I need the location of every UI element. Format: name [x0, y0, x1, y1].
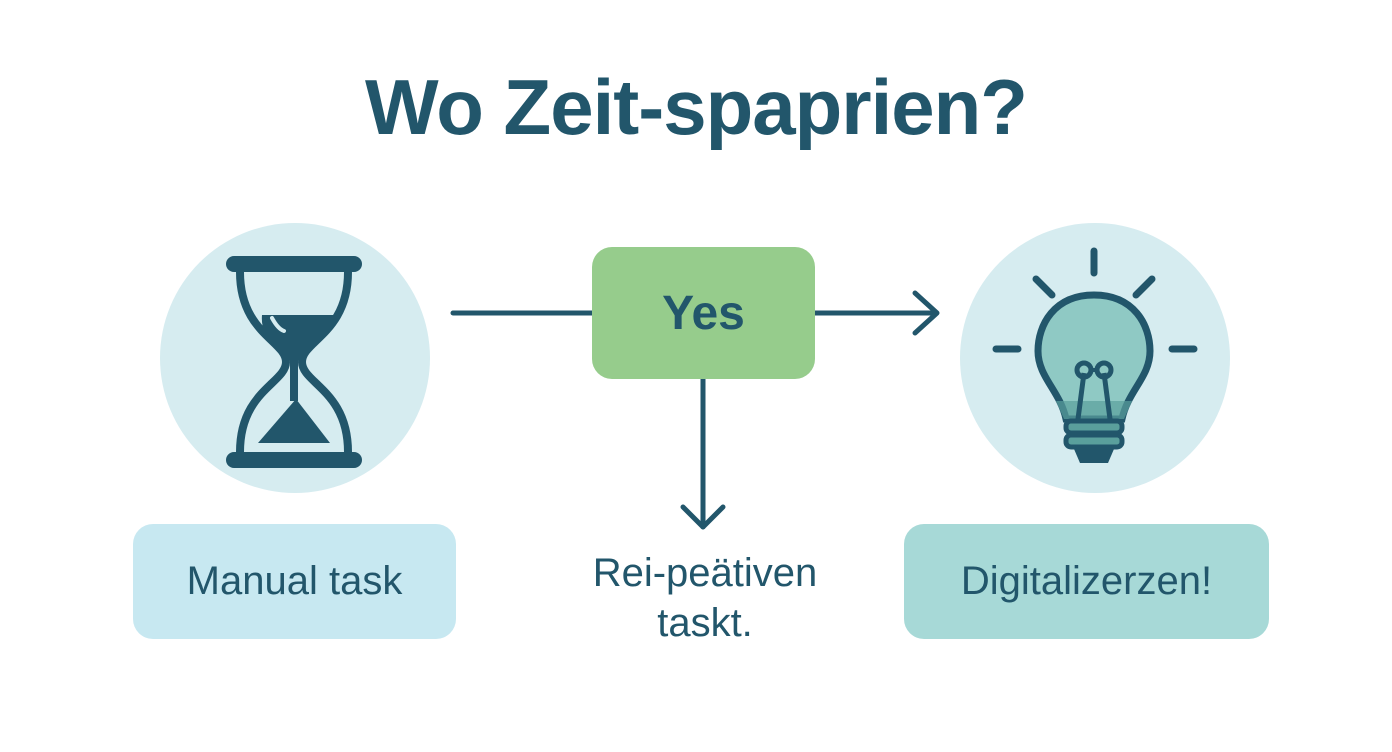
page-title: Wo Zeit-spaprien?: [365, 63, 1028, 151]
repetitive-task-label: Rei-peätiven taskt.: [555, 548, 855, 648]
hourglass-node: [160, 223, 430, 493]
lightbulb-node: [960, 223, 1230, 493]
decision-yes-box: Yes: [592, 247, 815, 379]
repetitive-line-1: Rei-peätiven: [592, 551, 818, 595]
hourglass-icon: [226, 256, 362, 468]
manual-task-text: Manual task: [186, 559, 403, 603]
digitalize-label: Digitalizerzen!: [904, 524, 1269, 639]
repetitive-line-2: taskt.: [657, 601, 753, 645]
manual-task-label: Manual task: [133, 524, 456, 639]
lightbulb-icon: [992, 247, 1198, 463]
digitalize-text: Digitalizerzen!: [960, 559, 1213, 603]
